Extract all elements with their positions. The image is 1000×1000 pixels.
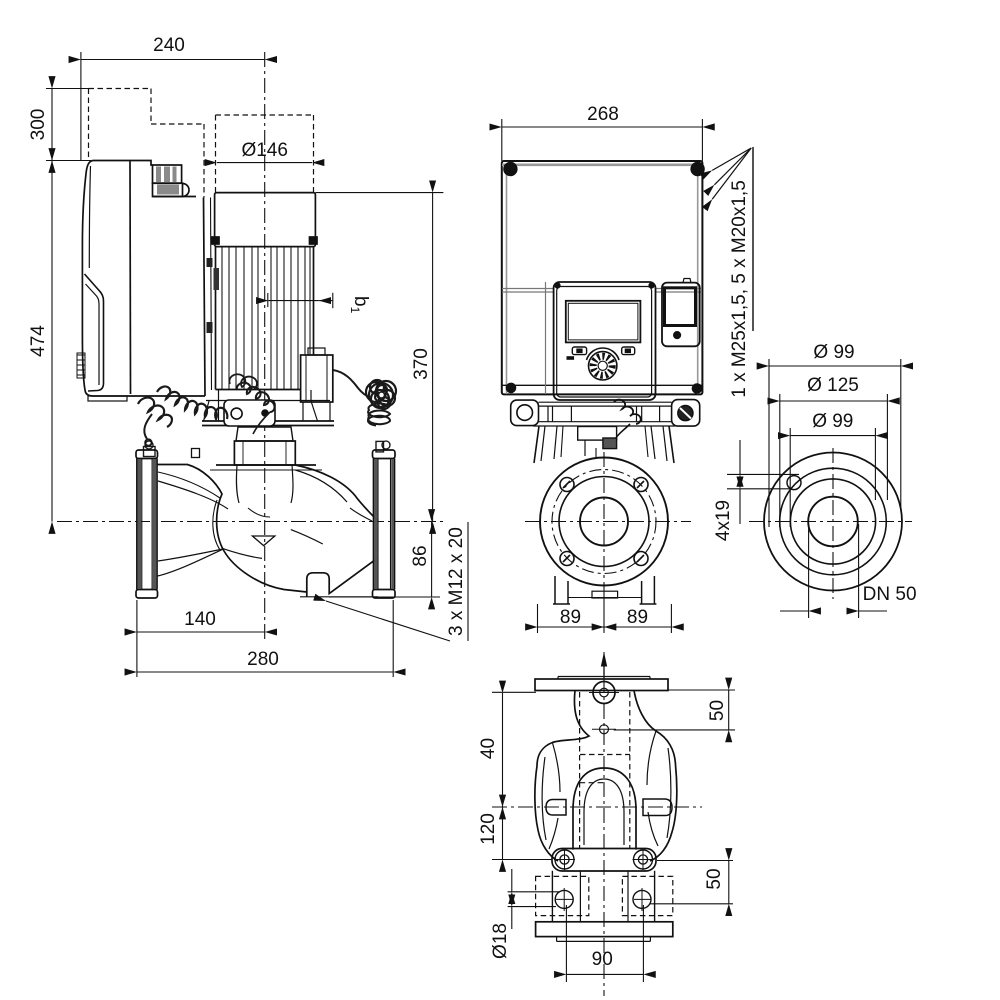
svg-text:50: 50 [707, 700, 728, 721]
svg-text:Ø146: Ø146 [241, 140, 287, 161]
svg-text:Ø18: Ø18 [490, 923, 511, 959]
svg-text:40: 40 [478, 738, 499, 759]
svg-text:89: 89 [560, 607, 581, 628]
svg-text:120: 120 [478, 813, 499, 845]
svg-text:474: 474 [28, 325, 49, 357]
svg-text:50: 50 [704, 868, 725, 889]
svg-text:Ø 125: Ø 125 [807, 375, 859, 396]
svg-text:DN 50: DN 50 [863, 584, 917, 605]
svg-text:89: 89 [627, 607, 648, 628]
svg-text:Ø 99: Ø 99 [813, 342, 854, 363]
svg-text:268: 268 [587, 104, 619, 125]
svg-text:1 x M25x1,5, 5 x M20x1,5: 1 x M25x1,5, 5 x M20x1,5 [729, 180, 750, 398]
svg-text:90: 90 [592, 949, 613, 970]
svg-text:240: 240 [153, 35, 185, 56]
svg-text:140: 140 [184, 609, 216, 630]
svg-text:4x19: 4x19 [713, 500, 734, 541]
svg-text:370: 370 [411, 348, 432, 380]
svg-text:300: 300 [28, 109, 49, 141]
svg-text:3 x M12 x 20: 3 x M12 x 20 [446, 527, 467, 636]
svg-text:86: 86 [410, 545, 431, 566]
svg-text:Ø 99: Ø 99 [812, 411, 853, 432]
svg-text:280: 280 [247, 649, 279, 670]
